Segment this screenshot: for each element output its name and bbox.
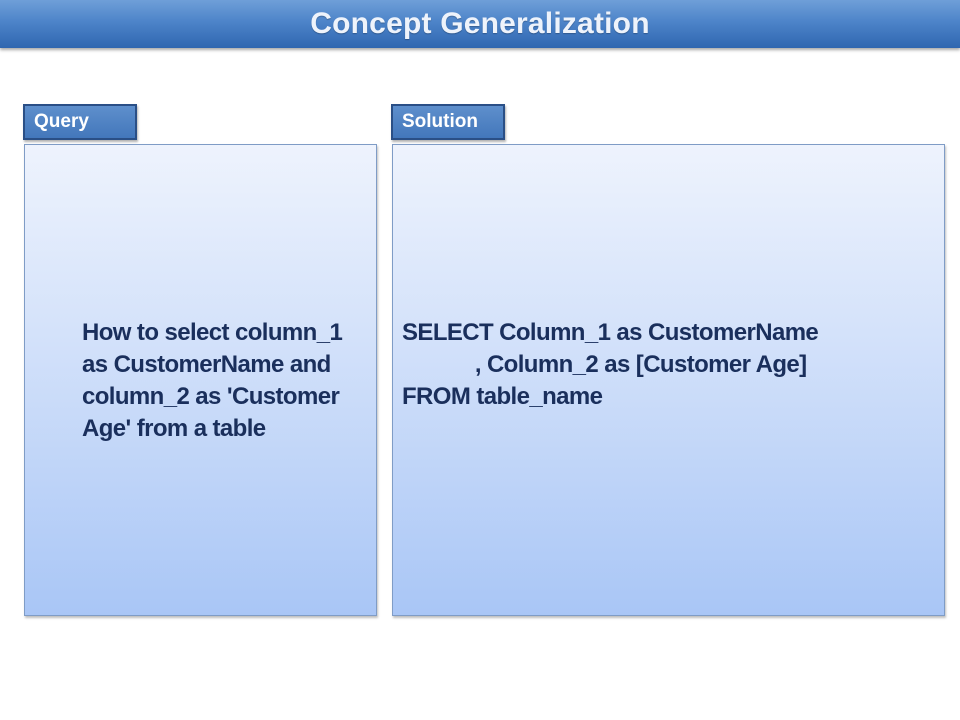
solution-panel: SELECT Column_1 as CustomerName , Column… <box>392 144 945 616</box>
solution-label: Solution <box>391 104 505 140</box>
page-title: Concept Generalization <box>310 7 650 40</box>
query-text: How to select column_1 as CustomerName a… <box>82 319 343 442</box>
solution-code: SELECT Column_1 as CustomerName , Column… <box>402 319 819 410</box>
query-label: Query <box>23 104 137 140</box>
query-panel: How to select column_1 as CustomerName a… <box>24 144 377 616</box>
title-bar: Concept Generalization <box>0 0 960 48</box>
